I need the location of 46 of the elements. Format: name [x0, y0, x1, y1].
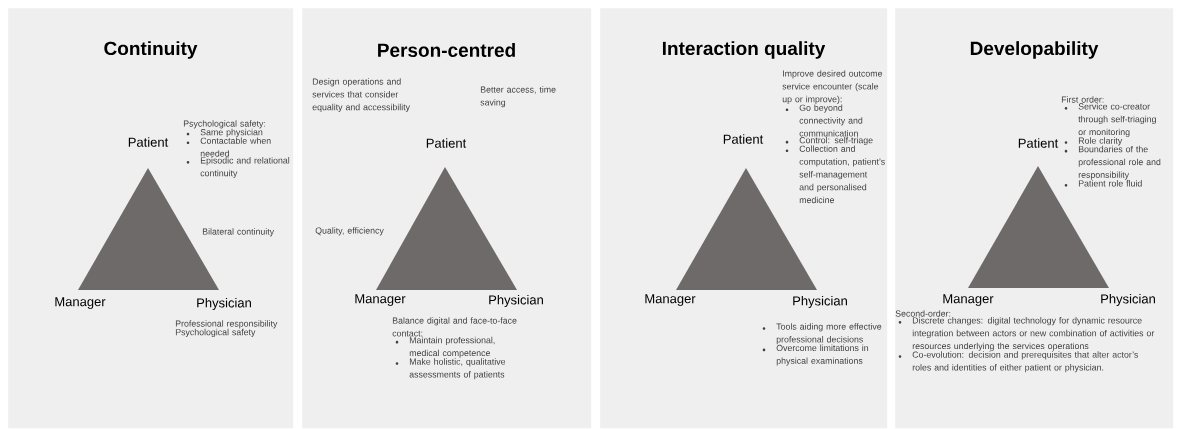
- annotation-text: Quality, efficiency: [315, 227, 384, 236]
- vertex-label: Patient: [128, 137, 169, 147]
- panel-title: Person-centred: [378, 43, 515, 57]
- bullet-item: Same physician: [186, 128, 263, 137]
- bullet-item: Patient role fluid: [1064, 180, 1142, 187]
- panel-title: Developability: [970, 41, 1099, 59]
- vertex-label: Patient: [723, 134, 764, 144]
- annotation-text: Bilateral continuity: [202, 228, 275, 237]
- vertex-label: Manager: [645, 294, 696, 306]
- bullet-item: Maintain professional, medical competence: [395, 336, 495, 358]
- vertex-label: Physician: [1101, 293, 1155, 307]
- annotation-text: Professional responsibility: [175, 320, 278, 329]
- bullet-item: Role clarity: [1064, 137, 1123, 146]
- bullet-item: Make holistic, qualitative assessments of patients: [395, 358, 506, 380]
- vertex-label: Physician: [489, 294, 543, 308]
- vertex-label: Patient: [426, 138, 467, 148]
- bullet-item: Go beyond connectivity and communication: [785, 104, 863, 137]
- bullet-item: Overcome limitations in physical examinations: [762, 344, 869, 366]
- vertex-label: Physician: [197, 297, 251, 311]
- panel: [302, 8, 592, 429]
- vertex-label: Manager: [943, 294, 994, 306]
- annotation-text: Better access, time saving: [480, 86, 556, 108]
- bullet-item: Service co-creator through self-triaging or monitoring: [1064, 103, 1156, 137]
- bullet-item: Collection and computation, patient’s self-management and personalised medicine: [785, 145, 885, 204]
- bullet-item: Discrete changes: digital technology for dynamic resource integration between actors or new combination of activities or resources underlying the services operations: [898, 317, 1155, 351]
- bullet-item: Contactable when needed: [186, 137, 271, 157]
- annotation-text: Improve desired outcome service encounter (scale up or improve):: [782, 70, 883, 104]
- vertex-label: Physician: [793, 295, 847, 309]
- bullet-item: Control: self-triage: [785, 136, 873, 146]
- panel: [600, 8, 888, 429]
- panel-title: Interaction quality: [662, 41, 826, 59]
- panel: [8, 8, 294, 429]
- vertex-label: Manager: [355, 294, 406, 306]
- annotation-text: Psychological safety: [175, 328, 256, 337]
- annotation-text: First order:: [1061, 96, 1104, 103]
- panel: [895, 8, 1174, 429]
- bullet-item: Co-evolution: decision and prerequisites that alter actor’s roles and identities of either patient or physician.: [898, 351, 1138, 373]
- annotation-text: Second-order:: [895, 310, 951, 317]
- bullet-item: Episodic and relational continuity: [186, 157, 290, 179]
- vertex-label: Patient: [1018, 138, 1059, 148]
- vertex-label: Manager: [55, 297, 106, 309]
- panel-title: Continuity: [104, 41, 198, 59]
- annotation-text: Psychological safety:: [183, 120, 266, 129]
- bullet-item: Tools aiding more effective professional decisions: [762, 323, 882, 345]
- bullet-item: Boundaries of the professional role and responsibility: [1064, 145, 1161, 180]
- annotation-text: Design operations and services that consider equality and accessibility: [312, 78, 410, 112]
